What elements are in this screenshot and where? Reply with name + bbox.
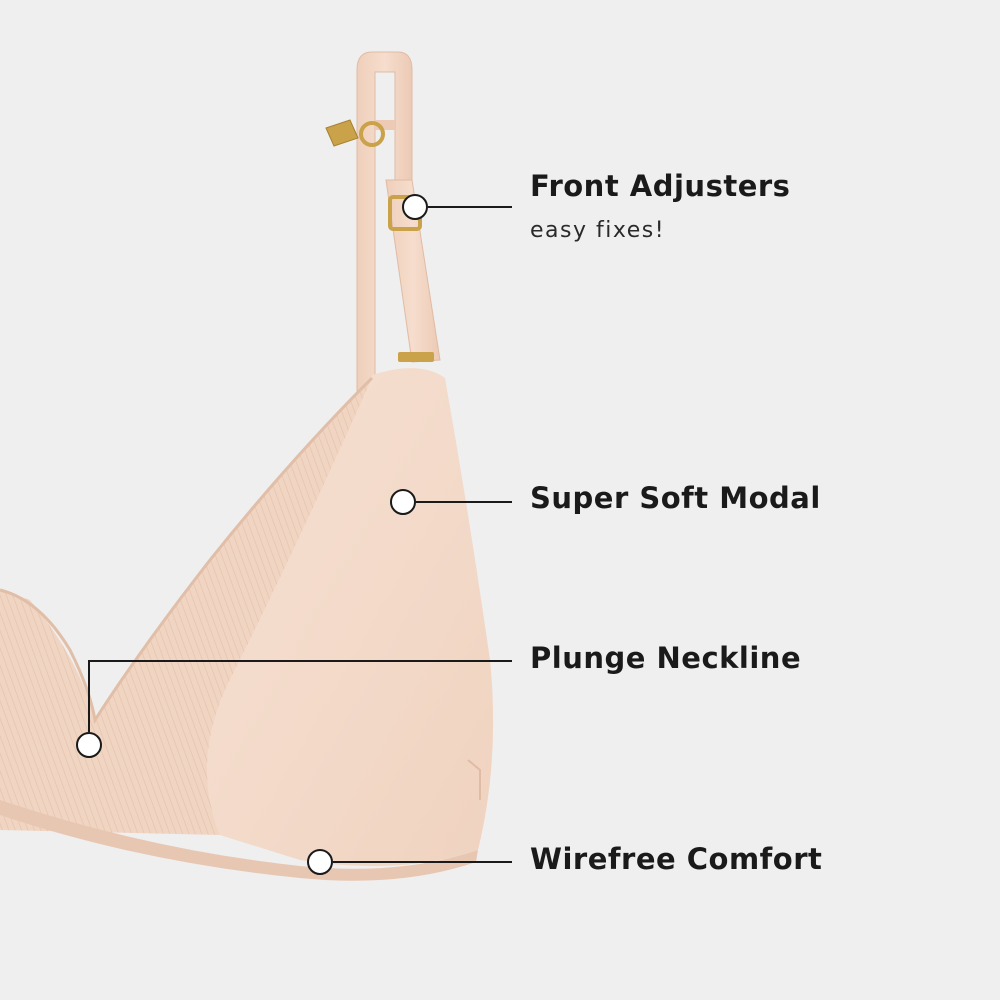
callout-front-adjusters [402,194,512,220]
feature-subtitle-front-adjusters: easy fixes! [530,218,666,243]
feature-title-front-adjusters: Front Adjusters [530,169,791,203]
callout-super-soft-modal [390,489,512,515]
marker-dot [76,732,102,758]
feature-title-wirefree-comfort: Wirefree Comfort [530,842,823,876]
feature-title-plunge-neckline: Plunge Neckline [530,641,802,675]
bottom-band [0,800,478,881]
callout-plunge-neckline [76,660,512,758]
cup-ribbed-panel [0,378,372,835]
marker-dot [390,489,416,515]
marker-dot [402,194,428,220]
marker-dot [307,849,333,875]
cup-smooth-panel [207,368,494,867]
feature-title-super-soft-modal: Super Soft Modal [530,481,821,515]
callout-wirefree-comfort [307,849,512,875]
